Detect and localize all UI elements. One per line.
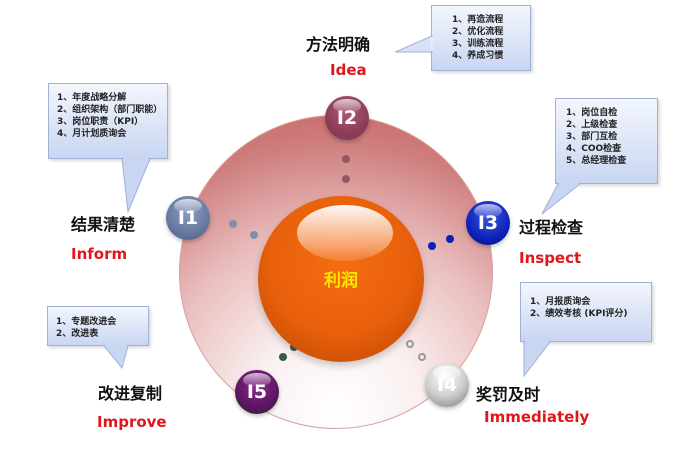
callout-i2: 1、再造流程 2、优化流程 3、训练流程 4、养成习惯 bbox=[431, 5, 531, 71]
callout-item: 1、月报质询会 bbox=[530, 297, 591, 307]
node-ball-i2: I2 bbox=[325, 96, 369, 140]
connector-dot-i3 bbox=[428, 242, 436, 250]
callout-item: 2、绩效考核 (KPI评分) bbox=[530, 309, 628, 319]
connector-dot-i4 bbox=[418, 353, 426, 361]
callout-item: 3、岗位职责（KPI） bbox=[57, 117, 144, 127]
callout-item: 2、上级检查 bbox=[566, 120, 618, 130]
callout-item: 4、养成习惯 bbox=[452, 51, 504, 61]
callout-item: 1、岗位自检 bbox=[566, 108, 618, 118]
callout-item: 5、总经理检查 bbox=[566, 156, 627, 166]
callout-i5: 1、专题改进会 2、改进表 bbox=[47, 306, 149, 346]
node-ball-i5-label: I5 bbox=[246, 381, 268, 403]
callout-i3: 1、岗位自检 2、上级检查 3、部门互检 4、COO检查 5、总经理检查 bbox=[555, 98, 658, 184]
callout-i3-tail bbox=[541, 182, 582, 215]
node-ball-i5: I5 bbox=[235, 370, 279, 414]
node-ball-i2-label: I2 bbox=[336, 107, 358, 129]
node-title-en-i3: Inspect bbox=[519, 249, 582, 267]
node-title-en-i5: Improve bbox=[97, 413, 167, 431]
node-title-zh-i4: 奖罚及时 bbox=[476, 385, 541, 404]
callout-item: 2、组织架构（部门职能） bbox=[57, 105, 163, 115]
node-ball-i1-label: I1 bbox=[177, 207, 199, 229]
node-title-zh-i2: 方法明确 bbox=[306, 35, 371, 54]
callout-item: 3、部门互检 bbox=[566, 132, 618, 142]
connector-dot-i1 bbox=[250, 231, 258, 239]
callout-i5-tail bbox=[102, 344, 129, 370]
callout-item: 2、改进表 bbox=[56, 329, 99, 339]
node-ball-i1: I1 bbox=[166, 196, 210, 240]
connector-dot-i2 bbox=[342, 175, 350, 183]
callout-item: 4、月计划质询会 bbox=[57, 129, 127, 139]
callout-item: 1、专题改进会 bbox=[56, 317, 117, 327]
callout-i1: 1、年度战略分解 2、组织架构（部门职能） 3、岗位职责（KPI） 4、月计划质… bbox=[48, 83, 168, 159]
callout-item: 2、优化流程 bbox=[452, 27, 504, 37]
node-title-en-i1: Inform bbox=[71, 245, 128, 263]
callout-item: 1、再造流程 bbox=[452, 15, 504, 25]
callout-i1-tail bbox=[121, 157, 151, 214]
node-title-zh-i1: 结果清楚 bbox=[71, 215, 136, 234]
core-label: 利润 bbox=[324, 271, 358, 291]
connector-dot-i2 bbox=[342, 155, 350, 163]
node-title-zh-i5: 改进复制 bbox=[98, 384, 163, 403]
callout-i4-tail bbox=[523, 340, 552, 378]
node-title-zh-i3: 过程检查 bbox=[519, 218, 584, 237]
connector-dot-i5 bbox=[279, 353, 287, 361]
node-title-en-i4: Immediately bbox=[484, 408, 590, 426]
profit-core-sphere: 利润 bbox=[258, 196, 424, 362]
node-ball-i3: I3 bbox=[466, 201, 510, 245]
connector-dot-i4 bbox=[406, 340, 414, 348]
node-ball-i4-label: I4 bbox=[436, 374, 458, 396]
callout-i2-tail bbox=[395, 35, 434, 53]
callout-item: 1、年度战略分解 bbox=[57, 93, 127, 103]
callout-item: 4、COO检查 bbox=[566, 144, 622, 154]
node-ball-i4: I4 bbox=[425, 363, 469, 407]
callout-item: 3、训练流程 bbox=[452, 39, 504, 49]
connector-dot-i1 bbox=[229, 220, 237, 228]
callout-i4: 1、月报质询会 2、绩效考核 (KPI评分) bbox=[520, 282, 652, 342]
node-ball-i3-label: I3 bbox=[477, 212, 499, 234]
connector-dot-i3 bbox=[446, 235, 454, 243]
core-highlight bbox=[297, 205, 393, 261]
node-title-en-i2: Idea bbox=[330, 61, 367, 79]
